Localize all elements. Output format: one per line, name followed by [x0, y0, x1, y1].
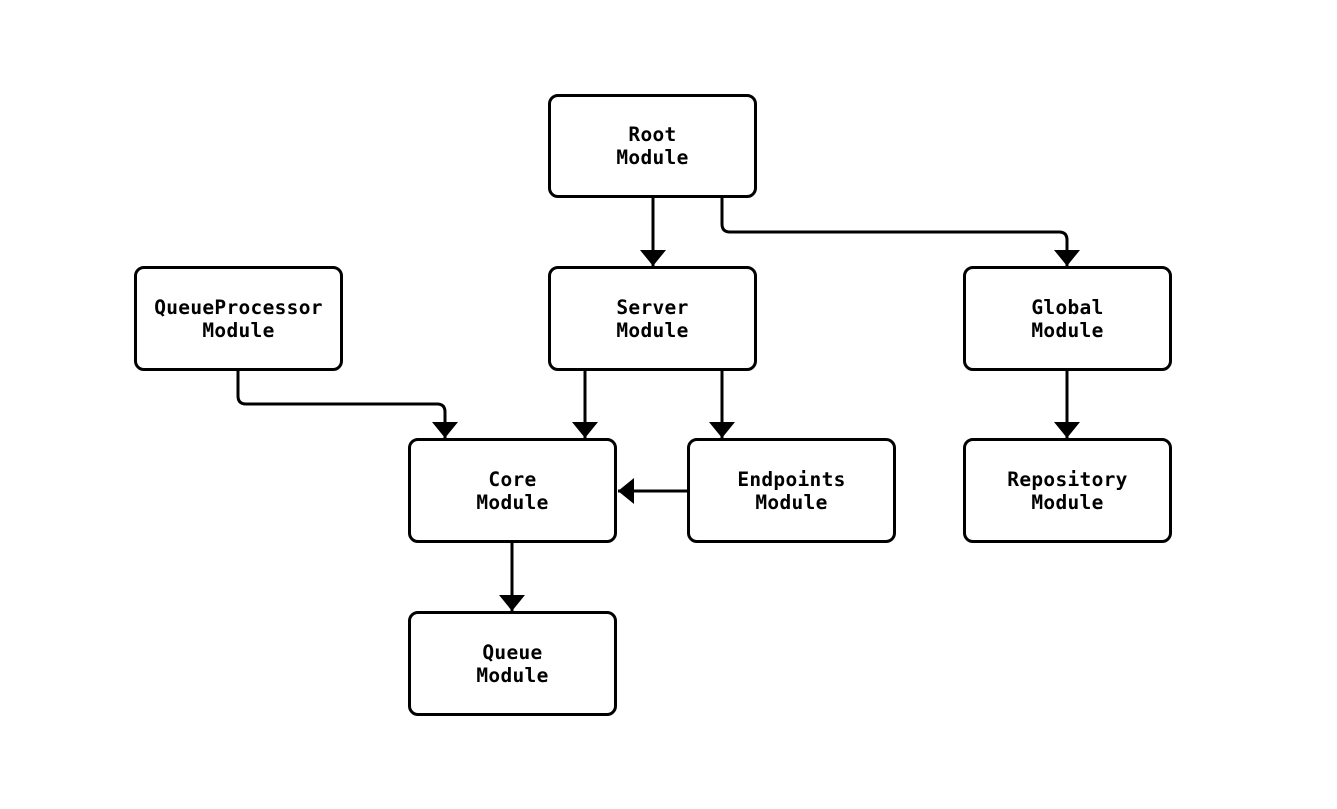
edge-global-repository — [1054, 371, 1080, 438]
arrowhead — [499, 595, 525, 611]
node-label: Module — [616, 318, 689, 342]
edge-endpoints-core — [618, 478, 687, 504]
node-label: Module — [616, 146, 689, 169]
node-label: Module — [1031, 318, 1104, 342]
arrowhead — [1054, 422, 1080, 438]
arrowhead — [432, 422, 458, 438]
node-label: QueueProcessor — [154, 295, 323, 319]
node-label: Module — [202, 318, 275, 342]
node-label: Core — [488, 467, 537, 491]
node-label: Global — [1031, 295, 1104, 319]
node-label: Server — [616, 295, 689, 319]
edge-server-endpoints — [709, 371, 735, 438]
node-label: Module — [1031, 490, 1104, 514]
edge-root-global — [720, 198, 1080, 266]
arrowhead — [572, 422, 598, 438]
arrowhead — [640, 250, 666, 266]
arrowhead — [709, 422, 735, 438]
edge-core-queue — [499, 543, 525, 611]
node-label: Queue — [482, 640, 543, 664]
node-label: Module — [755, 490, 828, 514]
node-label: Root — [628, 123, 677, 146]
node-label: Repository — [1007, 467, 1128, 491]
node-label: Module — [476, 490, 549, 514]
edge-queue-processor-core — [236, 371, 458, 438]
node-label: Module — [476, 663, 549, 687]
arrowhead — [618, 478, 634, 504]
node-label: Endpoints — [737, 467, 846, 491]
edge-root-server — [640, 198, 666, 266]
arrowhead — [1054, 250, 1080, 266]
edge-server-core — [572, 371, 598, 438]
